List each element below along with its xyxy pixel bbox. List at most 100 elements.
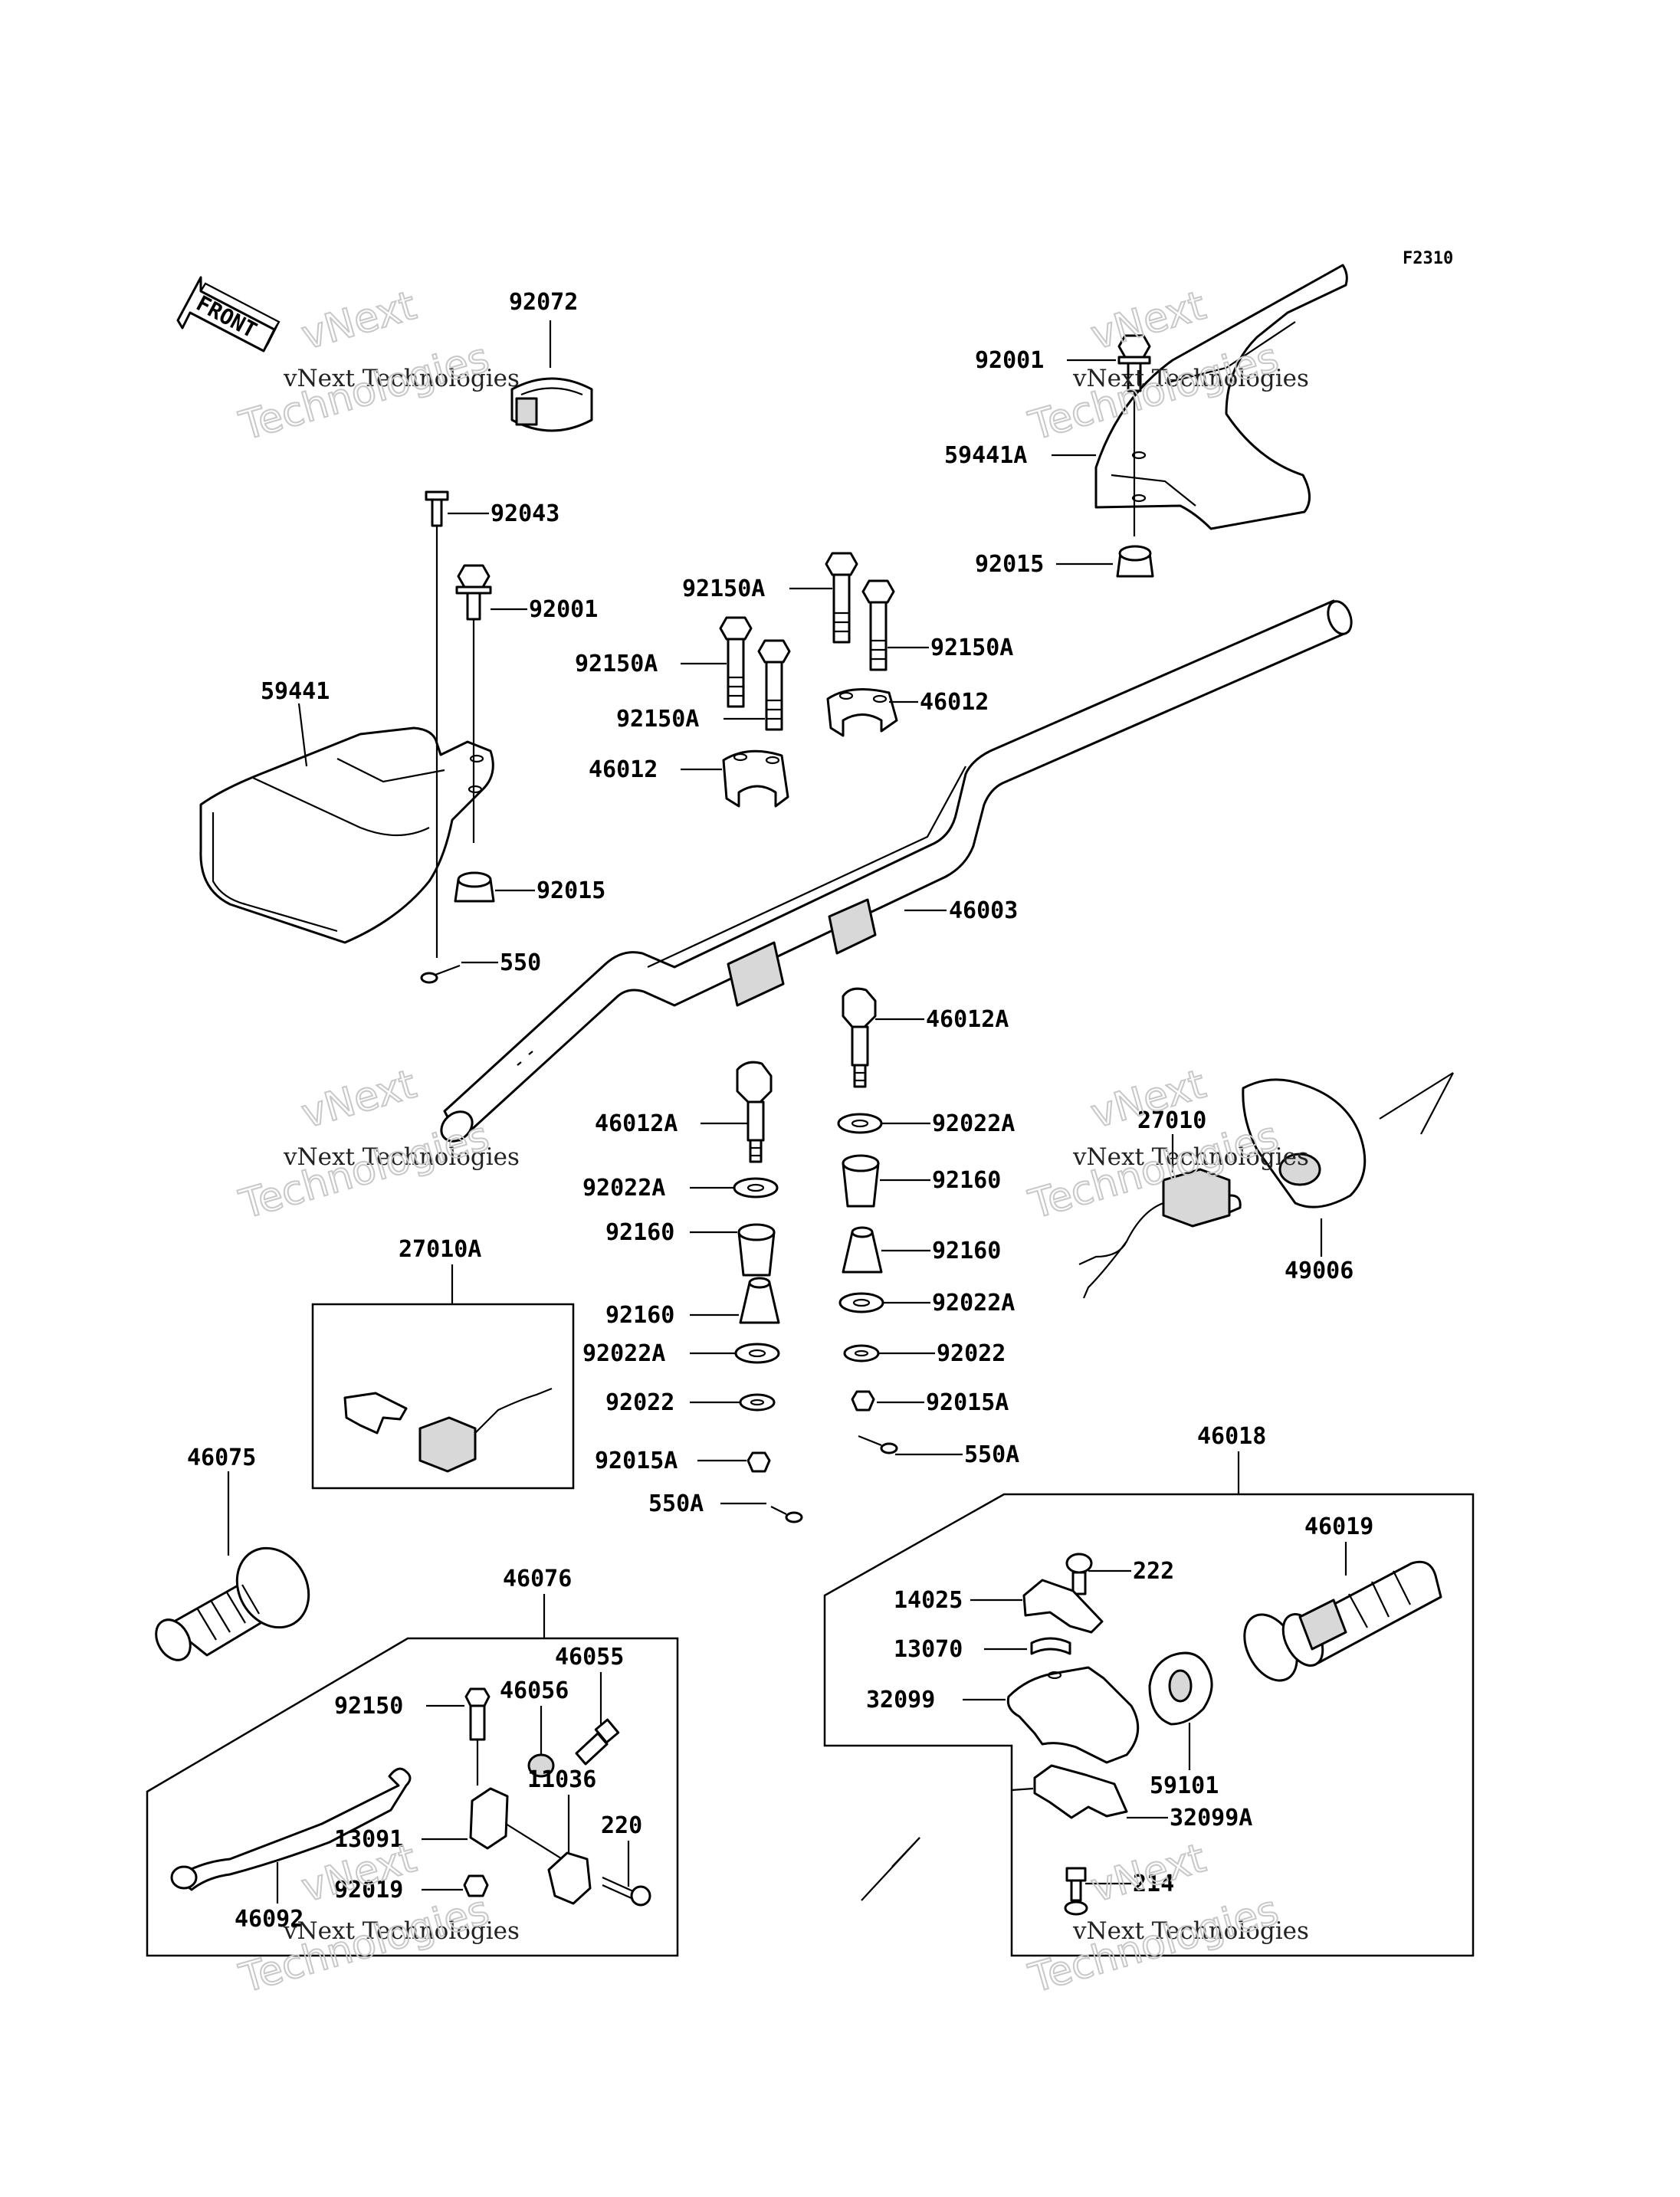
washer-92022A-l2 xyxy=(734,1343,780,1364)
box-46076 xyxy=(146,1637,679,1957)
label-92160-r1: 92160 xyxy=(932,1167,1001,1194)
svg-text:vNext Technologies: vNext Technologies xyxy=(283,1143,520,1171)
nut-92015A-r xyxy=(851,1390,875,1412)
label-220: 220 xyxy=(601,1812,642,1839)
label-13070: 13070 xyxy=(894,1636,963,1663)
label-92015-right: 92015 xyxy=(975,551,1044,578)
bolt-92150 xyxy=(464,1687,491,1785)
watermark-bottom-right: vNext Technologies vNext Technologies xyxy=(1023,1835,1309,2003)
label-92022-r: 92022 xyxy=(937,1340,1006,1367)
label-92150A-1: 92150A xyxy=(682,575,765,602)
svg-text:vNext Technologies: vNext Technologies xyxy=(283,1917,520,1945)
label-11036: 11036 xyxy=(527,1766,596,1793)
rubber-92160-l2 xyxy=(739,1277,780,1324)
label-27010: 27010 xyxy=(1137,1107,1206,1134)
label-92150A-2: 92150A xyxy=(930,635,1013,661)
bolt-92001-right xyxy=(1117,334,1151,536)
label-32099A: 32099A xyxy=(1170,1805,1252,1831)
svg-text:vNext Technologies: vNext Technologies xyxy=(1072,1917,1309,1945)
watermark-top-left: vNext Technologies vNext Technologies xyxy=(234,282,520,451)
washer-92022A-l1 xyxy=(733,1177,779,1199)
gasket-13070 xyxy=(1030,1637,1071,1655)
label-92015-left: 92015 xyxy=(536,877,605,904)
label-92001-right: 92001 xyxy=(975,347,1044,374)
label-46056: 46056 xyxy=(500,1677,569,1704)
label-59441: 59441 xyxy=(261,678,330,705)
label-59101: 59101 xyxy=(1150,1772,1219,1799)
label-46092: 46092 xyxy=(235,1906,304,1933)
svg-text:vNext: vNext xyxy=(1086,1835,1211,1912)
label-92022-l: 92022 xyxy=(605,1389,674,1416)
label-92001-left: 92001 xyxy=(529,596,598,623)
label-46019: 46019 xyxy=(1304,1513,1373,1540)
switch-11036 xyxy=(547,1851,592,1905)
pin-550 xyxy=(420,964,461,984)
label-46012A-right: 46012A xyxy=(926,1006,1009,1033)
label-550: 550 xyxy=(500,949,541,976)
bolt-92043 xyxy=(425,490,449,958)
handlebar-46003 xyxy=(440,599,1353,1143)
switch-27010 xyxy=(1078,1168,1242,1299)
label-46018: 46018 xyxy=(1197,1423,1266,1450)
diagram-code: F2310 xyxy=(1403,249,1453,268)
washer-92022-r xyxy=(843,1344,880,1362)
screw-222 xyxy=(1065,1553,1093,1595)
nut-92015A-l xyxy=(746,1451,771,1473)
label-92072: 92072 xyxy=(509,289,578,316)
rubber-92160-l1 xyxy=(737,1223,776,1277)
label-92015A-l: 92015A xyxy=(595,1448,678,1474)
svg-text:vNext: vNext xyxy=(297,1061,422,1138)
label-92022A-l2: 92022A xyxy=(582,1340,665,1367)
switch-27010A xyxy=(343,1387,553,1473)
riser-46012A-right xyxy=(842,987,877,1088)
label-46076: 46076 xyxy=(503,1566,572,1592)
nut-92019 xyxy=(463,1874,489,1897)
label-46012-left: 46012 xyxy=(589,756,658,783)
label-46012A-left: 46012A xyxy=(595,1110,678,1137)
pin-550A-l xyxy=(770,1506,803,1523)
housing-49006 xyxy=(1242,1072,1454,1208)
grip-46075 xyxy=(155,1546,310,1661)
bolt-214 xyxy=(1064,1867,1088,1916)
label-46075: 46075 xyxy=(187,1444,256,1471)
label-92160-l2: 92160 xyxy=(605,1302,674,1329)
cover-14025 xyxy=(1022,1579,1104,1634)
screw-220 xyxy=(602,1876,651,1907)
label-92015A-r: 92015A xyxy=(926,1389,1009,1416)
svg-text:vNext Technologies: vNext Technologies xyxy=(1072,1143,1309,1171)
riser-46012A-left xyxy=(736,1061,773,1163)
bolt-92150A-4 xyxy=(757,639,791,731)
label-13091: 13091 xyxy=(334,1826,403,1853)
pin-550A-r xyxy=(858,1435,898,1454)
housing-32099 xyxy=(1006,1666,1140,1764)
svg-text:vNext Technologies: vNext Technologies xyxy=(283,365,520,392)
clamp-92072 xyxy=(510,377,593,432)
housing-32099A xyxy=(1011,1764,1128,1819)
washer-92022-l xyxy=(739,1393,776,1412)
grip-46019 xyxy=(1243,1560,1442,1682)
label-92022A-r2: 92022A xyxy=(932,1290,1015,1317)
svg-text:vNext Technologies: vNext Technologies xyxy=(1072,365,1309,392)
label-14025: 14025 xyxy=(894,1587,963,1614)
label-46012-right: 46012 xyxy=(920,689,989,716)
rubber-92160-r2 xyxy=(842,1226,883,1274)
cam-59101 xyxy=(1148,1651,1213,1726)
nut-92015-left xyxy=(454,871,495,903)
bolt-92150A-1 xyxy=(825,552,858,644)
label-92022A-r1: 92022A xyxy=(932,1110,1015,1137)
front-arrow-icon: FRONT xyxy=(176,276,281,353)
washer-92022A-r1 xyxy=(837,1113,883,1134)
handguard-59441 xyxy=(199,726,494,944)
label-92150A-3: 92150A xyxy=(575,651,658,677)
label-92022A-l1: 92022A xyxy=(582,1175,665,1202)
adjuster-46055 xyxy=(575,1718,620,1766)
label-92150A-4: 92150A xyxy=(616,706,699,733)
front-label: FRONT xyxy=(192,290,261,343)
label-550A-r: 550A xyxy=(964,1441,1019,1468)
handguard-59441A xyxy=(1094,264,1348,530)
nut-92015-right xyxy=(1116,545,1154,578)
rubber-92160-r1 xyxy=(842,1154,880,1208)
bolt-92150A-2 xyxy=(861,579,895,671)
svg-text:vNext: vNext xyxy=(297,283,422,359)
